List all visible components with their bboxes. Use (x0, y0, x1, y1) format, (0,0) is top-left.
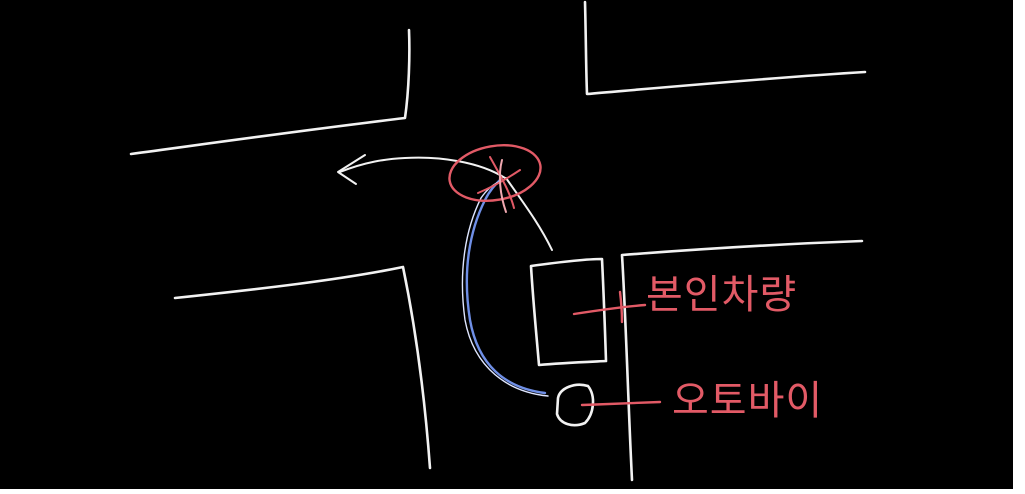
collision-circle (448, 144, 542, 202)
collision-x-mark-2 (477, 169, 521, 194)
left-turn-arrow-head (337, 154, 366, 185)
collision-x-mark-1 (489, 156, 515, 209)
road-edge-top-right (583, 0, 867, 96)
car-label: 본인차량 (646, 272, 798, 318)
motorcycle-label: 오토바이 (672, 378, 824, 424)
road-edge-top-left (129, 28, 411, 156)
road-edge-bottom-right (620, 239, 864, 482)
intersection-sketch (129, 0, 867, 482)
car-label-leader (572, 290, 647, 324)
right-margin (1013, 0, 1025, 494)
motorcycle-label-leader (580, 400, 662, 407)
car-path-line (505, 177, 553, 251)
drawing-canvas (0, 0, 1013, 489)
road-edge-bottom-left (173, 265, 432, 470)
motorcycle-path-outline (461, 181, 549, 397)
left-turn-arrow-line (339, 156, 506, 179)
collision-x-mark-3 (498, 159, 507, 213)
motorcycle-shape (555, 383, 595, 427)
car-box (529, 257, 608, 367)
motorcycle-path (465, 178, 547, 395)
